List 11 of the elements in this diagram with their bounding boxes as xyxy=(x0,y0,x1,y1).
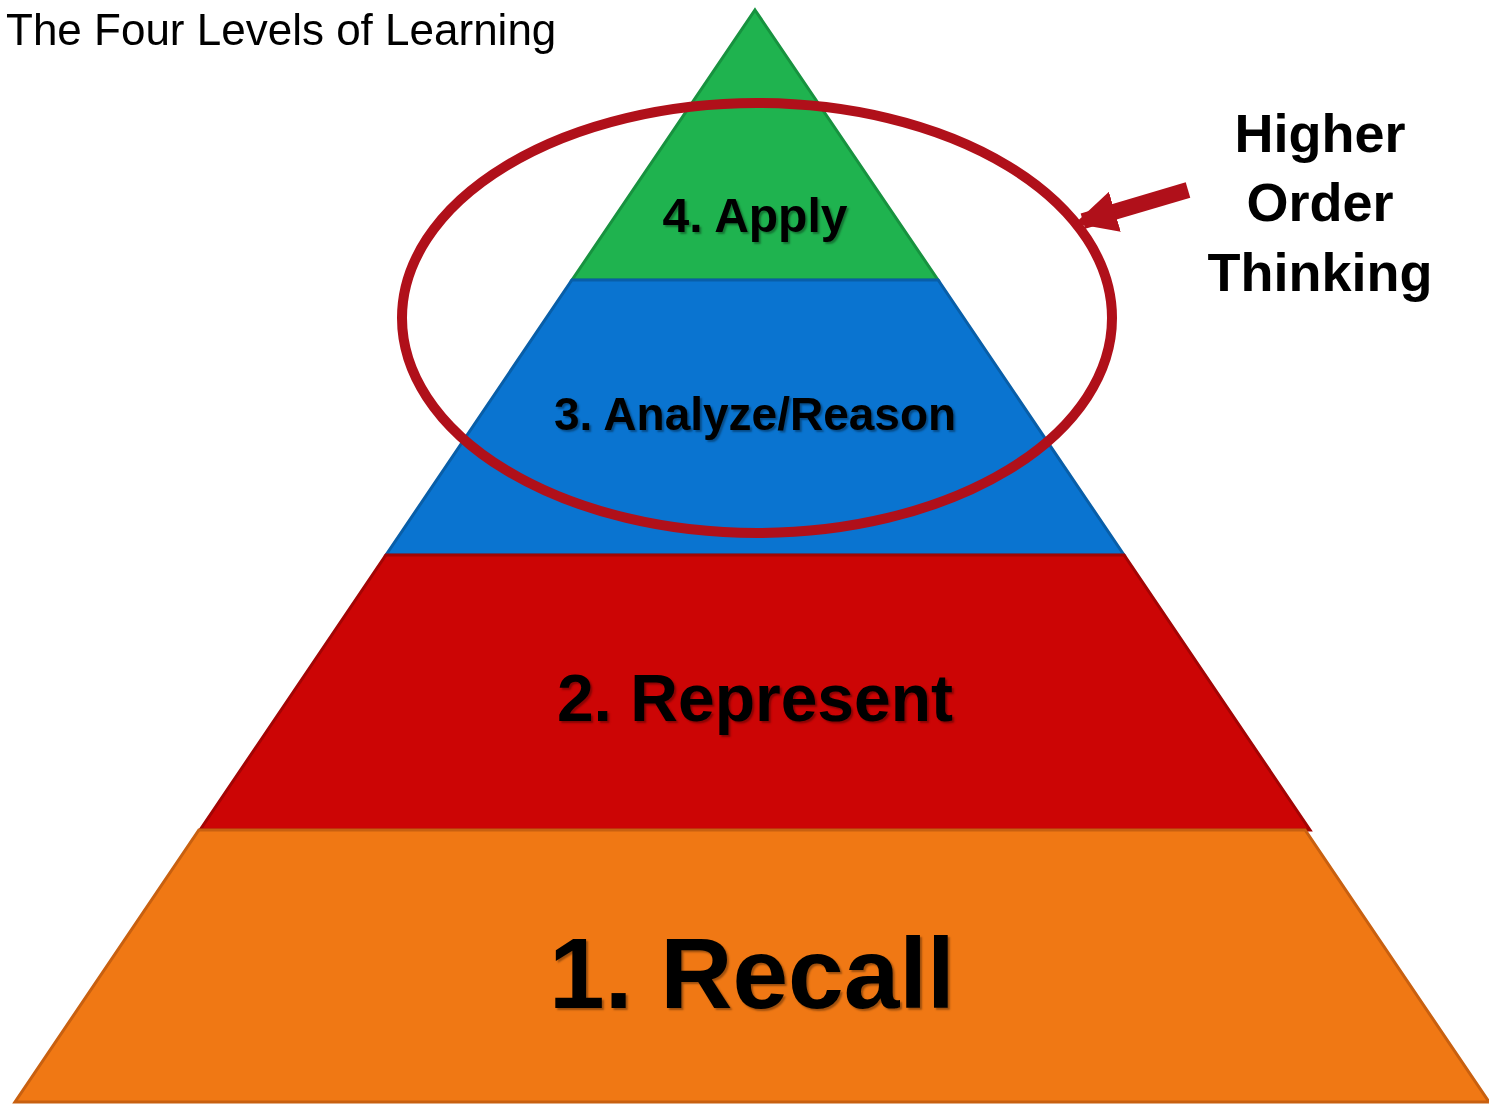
title: The Four Levels of Learning xyxy=(6,6,557,55)
pyramid-tier xyxy=(572,10,938,280)
tier-label: 3. Analyze/Reason xyxy=(553,388,957,441)
tier-label: 2. Represent xyxy=(556,661,954,737)
highlight-ellipse xyxy=(397,98,1117,538)
tier-label: 1. Recall xyxy=(549,916,955,1031)
pyramid-tier xyxy=(386,280,1124,555)
pyramid-tier xyxy=(15,830,1489,1102)
callout-text: Higher Order Thinking xyxy=(1206,102,1434,304)
tier-label: 4. Apply xyxy=(662,188,848,244)
pyramid-tier xyxy=(200,555,1310,830)
